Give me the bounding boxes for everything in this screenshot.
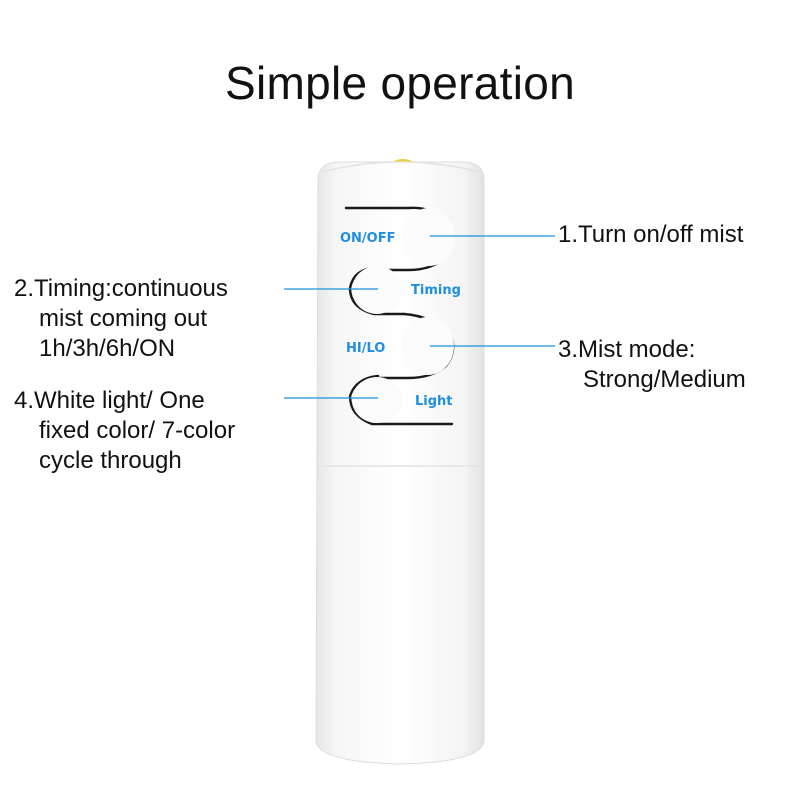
callout-on-off: 1.Turn on/off mist — [558, 220, 743, 250]
on-off-button[interactable] — [403, 208, 455, 266]
callout-on-off-line-1: 1.Turn on/off mist — [558, 221, 744, 248]
hi-lo-button[interactable] — [402, 317, 454, 375]
groove-light — [348, 374, 454, 426]
light-label: Light — [415, 394, 453, 409]
callout-timing: 2.Timing:continuous mist coming out 1h/3… — [14, 274, 228, 364]
callout-hi-lo-line-2: Strong/Medium — [583, 366, 746, 393]
callout-hi-lo: 3.Mist mode: Strong/Medium — [558, 335, 746, 395]
callout-timing-line-1: 2.Timing:continuous — [14, 275, 228, 302]
callout-light-line-2: fixed color/ 7-color — [39, 417, 236, 444]
remote-top-cap — [321, 161, 481, 173]
page-title: Simple operation — [224, 57, 575, 109]
callout-timing-line-2: mist coming out — [39, 305, 208, 332]
light-button[interactable] — [352, 377, 402, 423]
callout-hi-lo-line-1: 3.Mist mode: — [558, 336, 696, 363]
callout-timing-line-3: 1h/3h/6h/ON — [39, 335, 176, 362]
timing-label: Timing — [411, 283, 461, 298]
leader-lines — [284, 235, 555, 399]
hi-lo-label: HI/LO — [346, 341, 385, 356]
callout-light-line-1: 4.White light/ One — [14, 387, 205, 414]
on-off-label: ON/OFF — [340, 231, 396, 246]
callout-light-line-3: cycle through — [39, 447, 182, 474]
callout-light: 4.White light/ One fixed color/ 7-color … — [14, 386, 235, 476]
timing-button[interactable] — [352, 266, 402, 314]
remote-body — [315, 161, 485, 765]
